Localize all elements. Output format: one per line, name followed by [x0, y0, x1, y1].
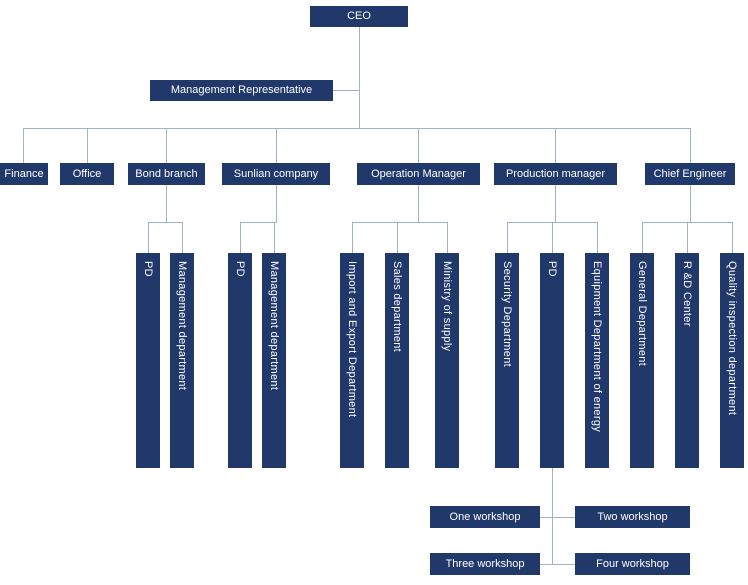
connector-line: [240, 222, 277, 223]
connector-line: [359, 27, 360, 128]
node-production-manager: Production manager: [494, 163, 617, 185]
node-sunlian-company: Sunlian company: [222, 163, 330, 185]
node-four-workshop: Four workshop: [575, 553, 690, 575]
node-label: PD: [142, 261, 154, 277]
connector-line: [23, 128, 24, 163]
node-label: Management department: [268, 261, 280, 391]
connector-line: [418, 185, 419, 222]
connector-line: [555, 185, 556, 222]
node-label: Ministry of supply: [441, 261, 453, 352]
connector-line: [540, 564, 575, 565]
node-general-department: General Department: [630, 253, 654, 468]
connector-line: [352, 222, 448, 223]
connector-line: [166, 128, 167, 163]
node-ministry-of-supply: Ministry of supply: [435, 253, 459, 468]
connector-line: [447, 222, 448, 253]
connector-line: [397, 222, 398, 253]
connector-line: [87, 128, 88, 163]
connector-line: [732, 222, 733, 253]
connector-line: [690, 128, 691, 163]
connector-line: [687, 222, 688, 253]
node-bond-management-department: Management department: [170, 253, 194, 468]
node-finance: Finance: [0, 163, 48, 185]
connector-line: [552, 468, 553, 565]
node-bond-pd: PD: [136, 253, 160, 468]
node-sunlian-pd: PD: [228, 253, 252, 468]
node-office: Office: [60, 163, 114, 185]
connector-line: [148, 222, 149, 253]
node-chief-engineer: Chief Engineer: [645, 163, 735, 185]
connector-line: [276, 185, 277, 222]
connector-line: [540, 517, 575, 518]
node-label: PD: [234, 261, 246, 277]
node-label: Import and Export Department: [346, 261, 358, 418]
connector-line: [182, 222, 183, 253]
connector-line: [552, 222, 553, 253]
connector-line: [597, 222, 598, 253]
connector-line: [352, 222, 353, 253]
connector-line: [274, 222, 275, 253]
connector-line: [333, 90, 359, 91]
connector-line: [240, 222, 241, 253]
node-rd-center: R &D Center: [675, 253, 699, 468]
node-one-workshop: One workshop: [430, 506, 540, 528]
connector-line: [690, 185, 691, 222]
node-ceo: CEO: [310, 6, 408, 27]
node-quality-inspection-department: Quality inspection department: [720, 253, 744, 468]
connector-line: [555, 128, 556, 163]
node-label: General Department: [636, 261, 648, 367]
node-three-workshop: Three workshop: [430, 553, 540, 575]
node-bond-branch: Bond branch: [128, 163, 205, 185]
node-label: PD: [546, 261, 558, 277]
connector-line: [23, 128, 691, 129]
node-label: Quality inspection department: [726, 261, 738, 416]
node-security-department: Security Department: [495, 253, 519, 468]
node-label: Security Department: [501, 261, 513, 367]
node-management-representative: Management Representative: [150, 80, 333, 101]
node-sunlian-management-department: Management department: [262, 253, 286, 468]
connector-line: [418, 128, 419, 163]
node-operation-manager: Operation Manager: [357, 163, 480, 185]
node-equipment-department-of-energy: Equipment Department of energy: [585, 253, 609, 468]
node-production-pd: PD: [540, 253, 564, 468]
node-sales-department: Sales department: [385, 253, 409, 468]
node-label: Sales department: [391, 261, 403, 353]
node-label: Management department: [176, 261, 188, 391]
connector-line: [507, 222, 508, 253]
node-two-workshop: Two workshop: [575, 506, 690, 528]
connector-line: [276, 128, 277, 163]
connector-line: [642, 222, 643, 253]
connector-line: [148, 222, 183, 223]
connector-line: [166, 185, 167, 222]
node-label: Equipment Department of energy: [591, 261, 603, 433]
node-label: R &D Center: [681, 261, 693, 327]
node-import-export-department: Import and Export Department: [340, 253, 364, 468]
